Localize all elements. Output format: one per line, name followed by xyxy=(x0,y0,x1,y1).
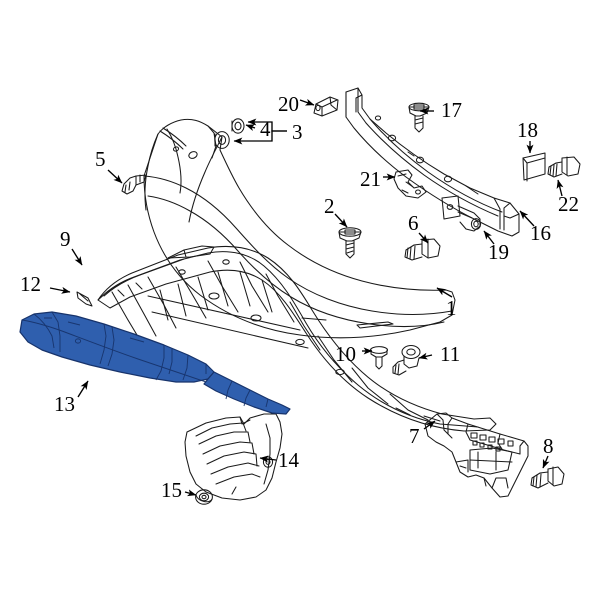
leader-19 xyxy=(483,230,495,245)
part-bolt-22 xyxy=(547,156,581,178)
callout-number-20[interactable]: 20 xyxy=(278,92,299,116)
part-foam-pad-spacer xyxy=(522,152,546,182)
callout-number-8[interactable]: 8 xyxy=(543,434,554,458)
part-rear-bumper-lower-valance-highlighted xyxy=(19,311,291,415)
callout-number-3[interactable]: 3 xyxy=(292,120,303,144)
part-mounting-bracket xyxy=(393,169,427,199)
callout-number-9[interactable]: 9 xyxy=(60,227,71,251)
callout-number-4[interactable]: 4 xyxy=(260,117,271,141)
callout-number-16[interactable]: 16 xyxy=(530,221,551,245)
leader-20 xyxy=(299,98,315,106)
callout-number-10[interactable]: 10 xyxy=(335,342,356,366)
callout-number-19[interactable]: 19 xyxy=(488,240,509,264)
part-lower-valance-reinforcement xyxy=(97,245,497,432)
part-stay-bracket xyxy=(441,195,482,232)
callout-number-15[interactable]: 15 xyxy=(161,478,182,502)
leader-7 xyxy=(423,420,436,430)
callout-number-22[interactable]: 22 xyxy=(558,192,579,216)
callout-number-11[interactable]: 11 xyxy=(440,342,461,366)
part-push-pin-5 xyxy=(121,174,147,195)
leader-16 xyxy=(519,210,535,227)
leader-lines-group xyxy=(49,98,564,497)
callout-number-5[interactable]: 5 xyxy=(95,147,106,171)
leader-9 xyxy=(71,248,83,266)
leader-6 xyxy=(418,232,429,244)
leader-3b xyxy=(233,130,287,145)
part-rivet-10 xyxy=(369,346,389,370)
part-bolt-8 xyxy=(530,466,565,489)
line-art-group xyxy=(76,87,581,505)
leader-1 xyxy=(436,287,453,298)
callout-number-18[interactable]: 18 xyxy=(517,118,538,142)
part-rear-bumper-cover xyxy=(143,118,456,339)
part-grommet-15 xyxy=(195,489,213,505)
part-push-pin-17 xyxy=(408,102,430,133)
part-screw-6 xyxy=(404,238,441,261)
part-bumper-impact-bar xyxy=(345,87,520,237)
leader-11 xyxy=(418,352,433,360)
part-corner-retainer-clip xyxy=(313,96,339,117)
part-bumper-side-bracket xyxy=(424,412,529,498)
callout-number-17[interactable]: 17 xyxy=(441,98,462,122)
callout-number-2[interactable]: 2 xyxy=(324,194,335,218)
callout-number-7[interactable]: 7 xyxy=(409,424,420,448)
callout-number-13[interactable]: 13 xyxy=(54,392,75,416)
leader-4 xyxy=(245,124,256,131)
leader-5 xyxy=(107,169,123,184)
part-sensor-retainers xyxy=(214,118,245,149)
callout-number-1[interactable]: 1 xyxy=(446,296,457,320)
leader-13 xyxy=(77,380,89,398)
leader-22 xyxy=(556,179,564,197)
leader-2 xyxy=(334,213,348,228)
part-valance-edge-trim xyxy=(76,291,93,307)
part-screw-11 xyxy=(392,344,421,376)
callout-number-12[interactable]: 12 xyxy=(20,272,41,296)
callout-number-6[interactable]: 6 xyxy=(408,211,419,235)
part-screw-2 xyxy=(338,227,362,259)
leader-8 xyxy=(542,455,550,469)
callout-number-14[interactable]: 14 xyxy=(278,448,299,472)
callout-number-21[interactable]: 21 xyxy=(360,167,381,191)
leader-15 xyxy=(184,489,197,497)
leader-12 xyxy=(49,286,71,294)
part-rear-splash-shield xyxy=(184,413,283,501)
leader-14 xyxy=(259,455,277,463)
